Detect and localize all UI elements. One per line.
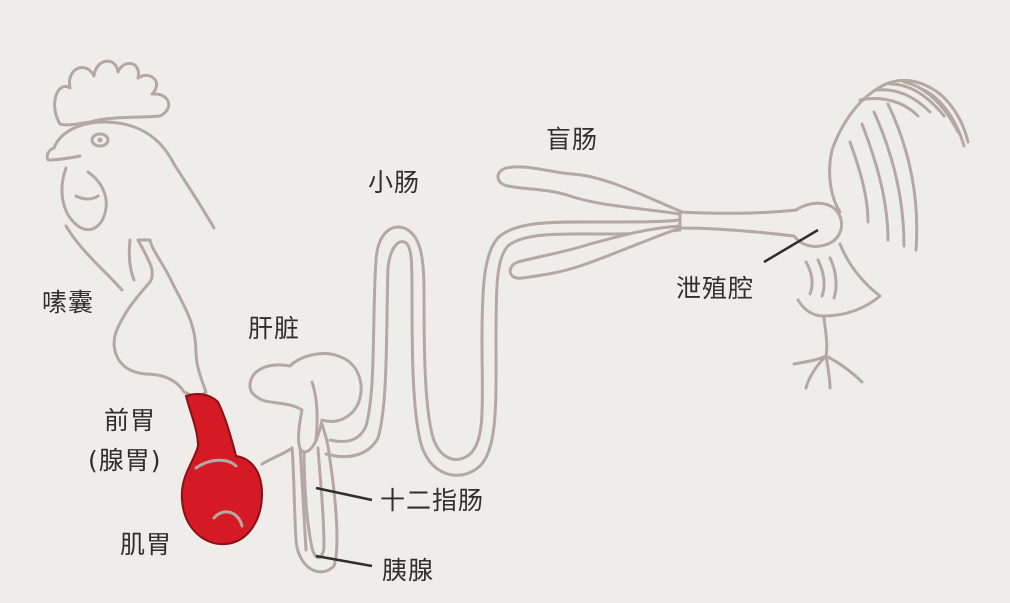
rooster-neck-back <box>127 238 136 282</box>
duodenum-inner <box>298 444 308 552</box>
label-liver: 肝脏 <box>248 314 301 343</box>
liver <box>248 352 363 454</box>
label-cloaca: 泄殖腔 <box>676 274 755 303</box>
rooster-head <box>52 120 216 230</box>
leader-cloaca <box>763 228 819 264</box>
large-intestine <box>678 201 844 248</box>
rooster-eye <box>90 132 110 148</box>
rooster-leg <box>792 316 864 390</box>
rooster-comb <box>53 59 171 127</box>
rooster-back <box>828 148 842 214</box>
cecum-upper <box>496 165 684 216</box>
small-intestine <box>328 218 682 461</box>
label-cecum: 盲肠 <box>546 125 599 154</box>
small-intestine-inner <box>324 228 682 477</box>
leader-pancreas <box>315 554 373 568</box>
leader-duodenum <box>315 486 373 502</box>
rooster-tail <box>830 78 970 152</box>
rooster-wattle-detail <box>74 194 100 201</box>
stomach-highlight <box>180 393 264 546</box>
rooster-beak <box>45 146 82 162</box>
label-small-intestine: 小肠 <box>368 168 421 197</box>
rooster-wattle <box>60 166 108 232</box>
label-duodenum: 十二指肠 <box>380 486 485 515</box>
esophagus <box>112 238 208 400</box>
label-glandular-stomach: (腺胃) <box>88 446 162 475</box>
label-pancreas: 胰腺 <box>382 556 435 585</box>
rooster-neck-front <box>64 224 124 292</box>
rooster-belly <box>796 242 882 318</box>
cecum-lower <box>508 224 682 280</box>
duodenum-loop <box>260 408 339 574</box>
label-proventriculus: 前胃 <box>104 406 157 435</box>
label-crop: 嗉囊 <box>42 288 95 317</box>
label-gizzard: 肌胃 <box>120 530 173 559</box>
